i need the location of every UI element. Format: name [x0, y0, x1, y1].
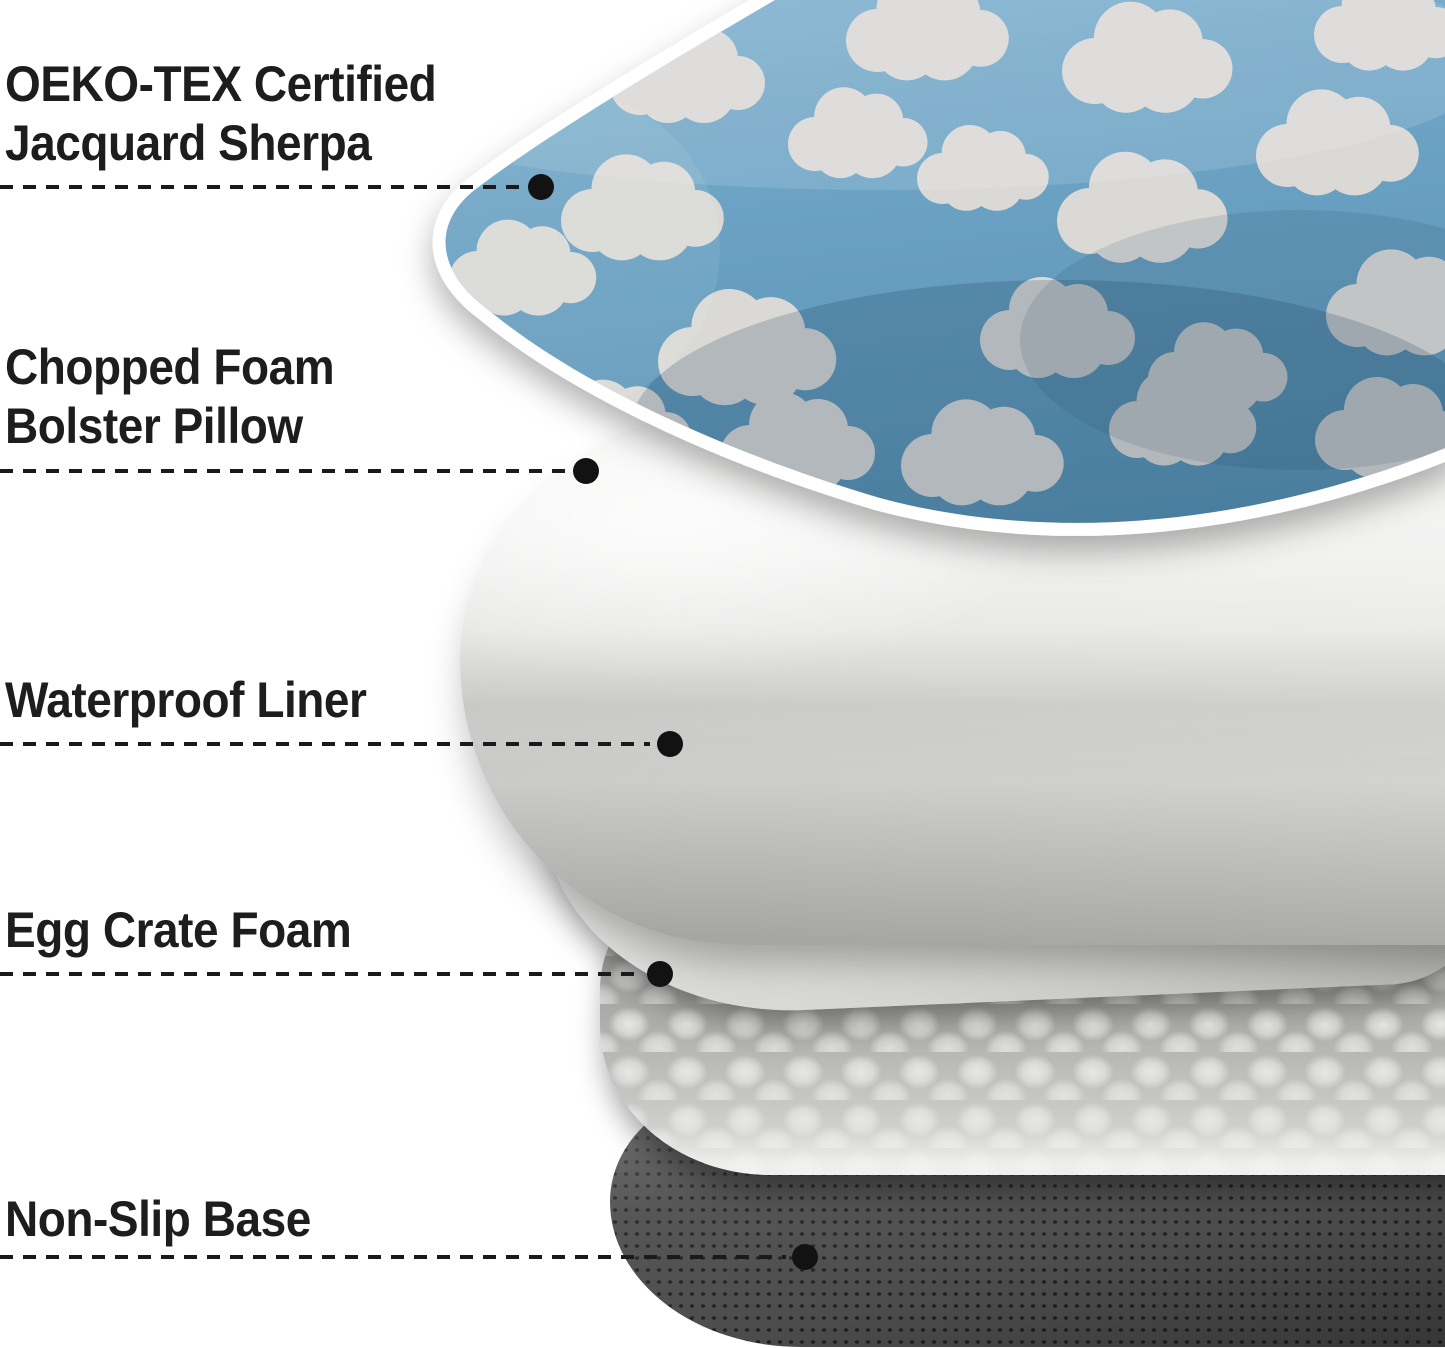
- callout-label-line: Jacquard Sherpa: [5, 115, 372, 171]
- leader-line-sherpa: [0, 185, 522, 189]
- callout-label-liner: Waterproof Liner: [5, 671, 367, 730]
- leader-dot-icon: [573, 458, 599, 484]
- leader-dot-icon: [792, 1244, 818, 1270]
- leader-dot-icon: [657, 731, 683, 757]
- leader-line-base: [0, 1255, 786, 1259]
- callout-label-bolster: Chopped Foam Bolster Pillow: [5, 338, 335, 456]
- callout-label-line: Chopped Foam: [5, 339, 335, 395]
- leader-line-liner: [0, 742, 650, 746]
- callout-label-line: Bolster Pillow: [5, 398, 303, 454]
- callout-label-line: OEKO-TEX Certified: [5, 56, 437, 112]
- callout-label-sherpa: OEKO-TEX Certified Jacquard Sherpa: [5, 55, 437, 173]
- leader-line-bolster: [0, 469, 566, 473]
- callout-label-line: Waterproof Liner: [5, 672, 367, 728]
- callout-label-line: Egg Crate Foam: [5, 902, 352, 958]
- callout-label-egg-crate: Egg Crate Foam: [5, 901, 352, 960]
- callout-label-base: Non-Slip Base: [5, 1190, 311, 1249]
- leader-dot-icon: [647, 961, 673, 987]
- layer-sherpa-cover: [432, 0, 1445, 536]
- callout-label-line: Non-Slip Base: [5, 1191, 311, 1247]
- leader-dot-icon: [528, 174, 554, 200]
- leader-line-egg-crate: [0, 972, 640, 976]
